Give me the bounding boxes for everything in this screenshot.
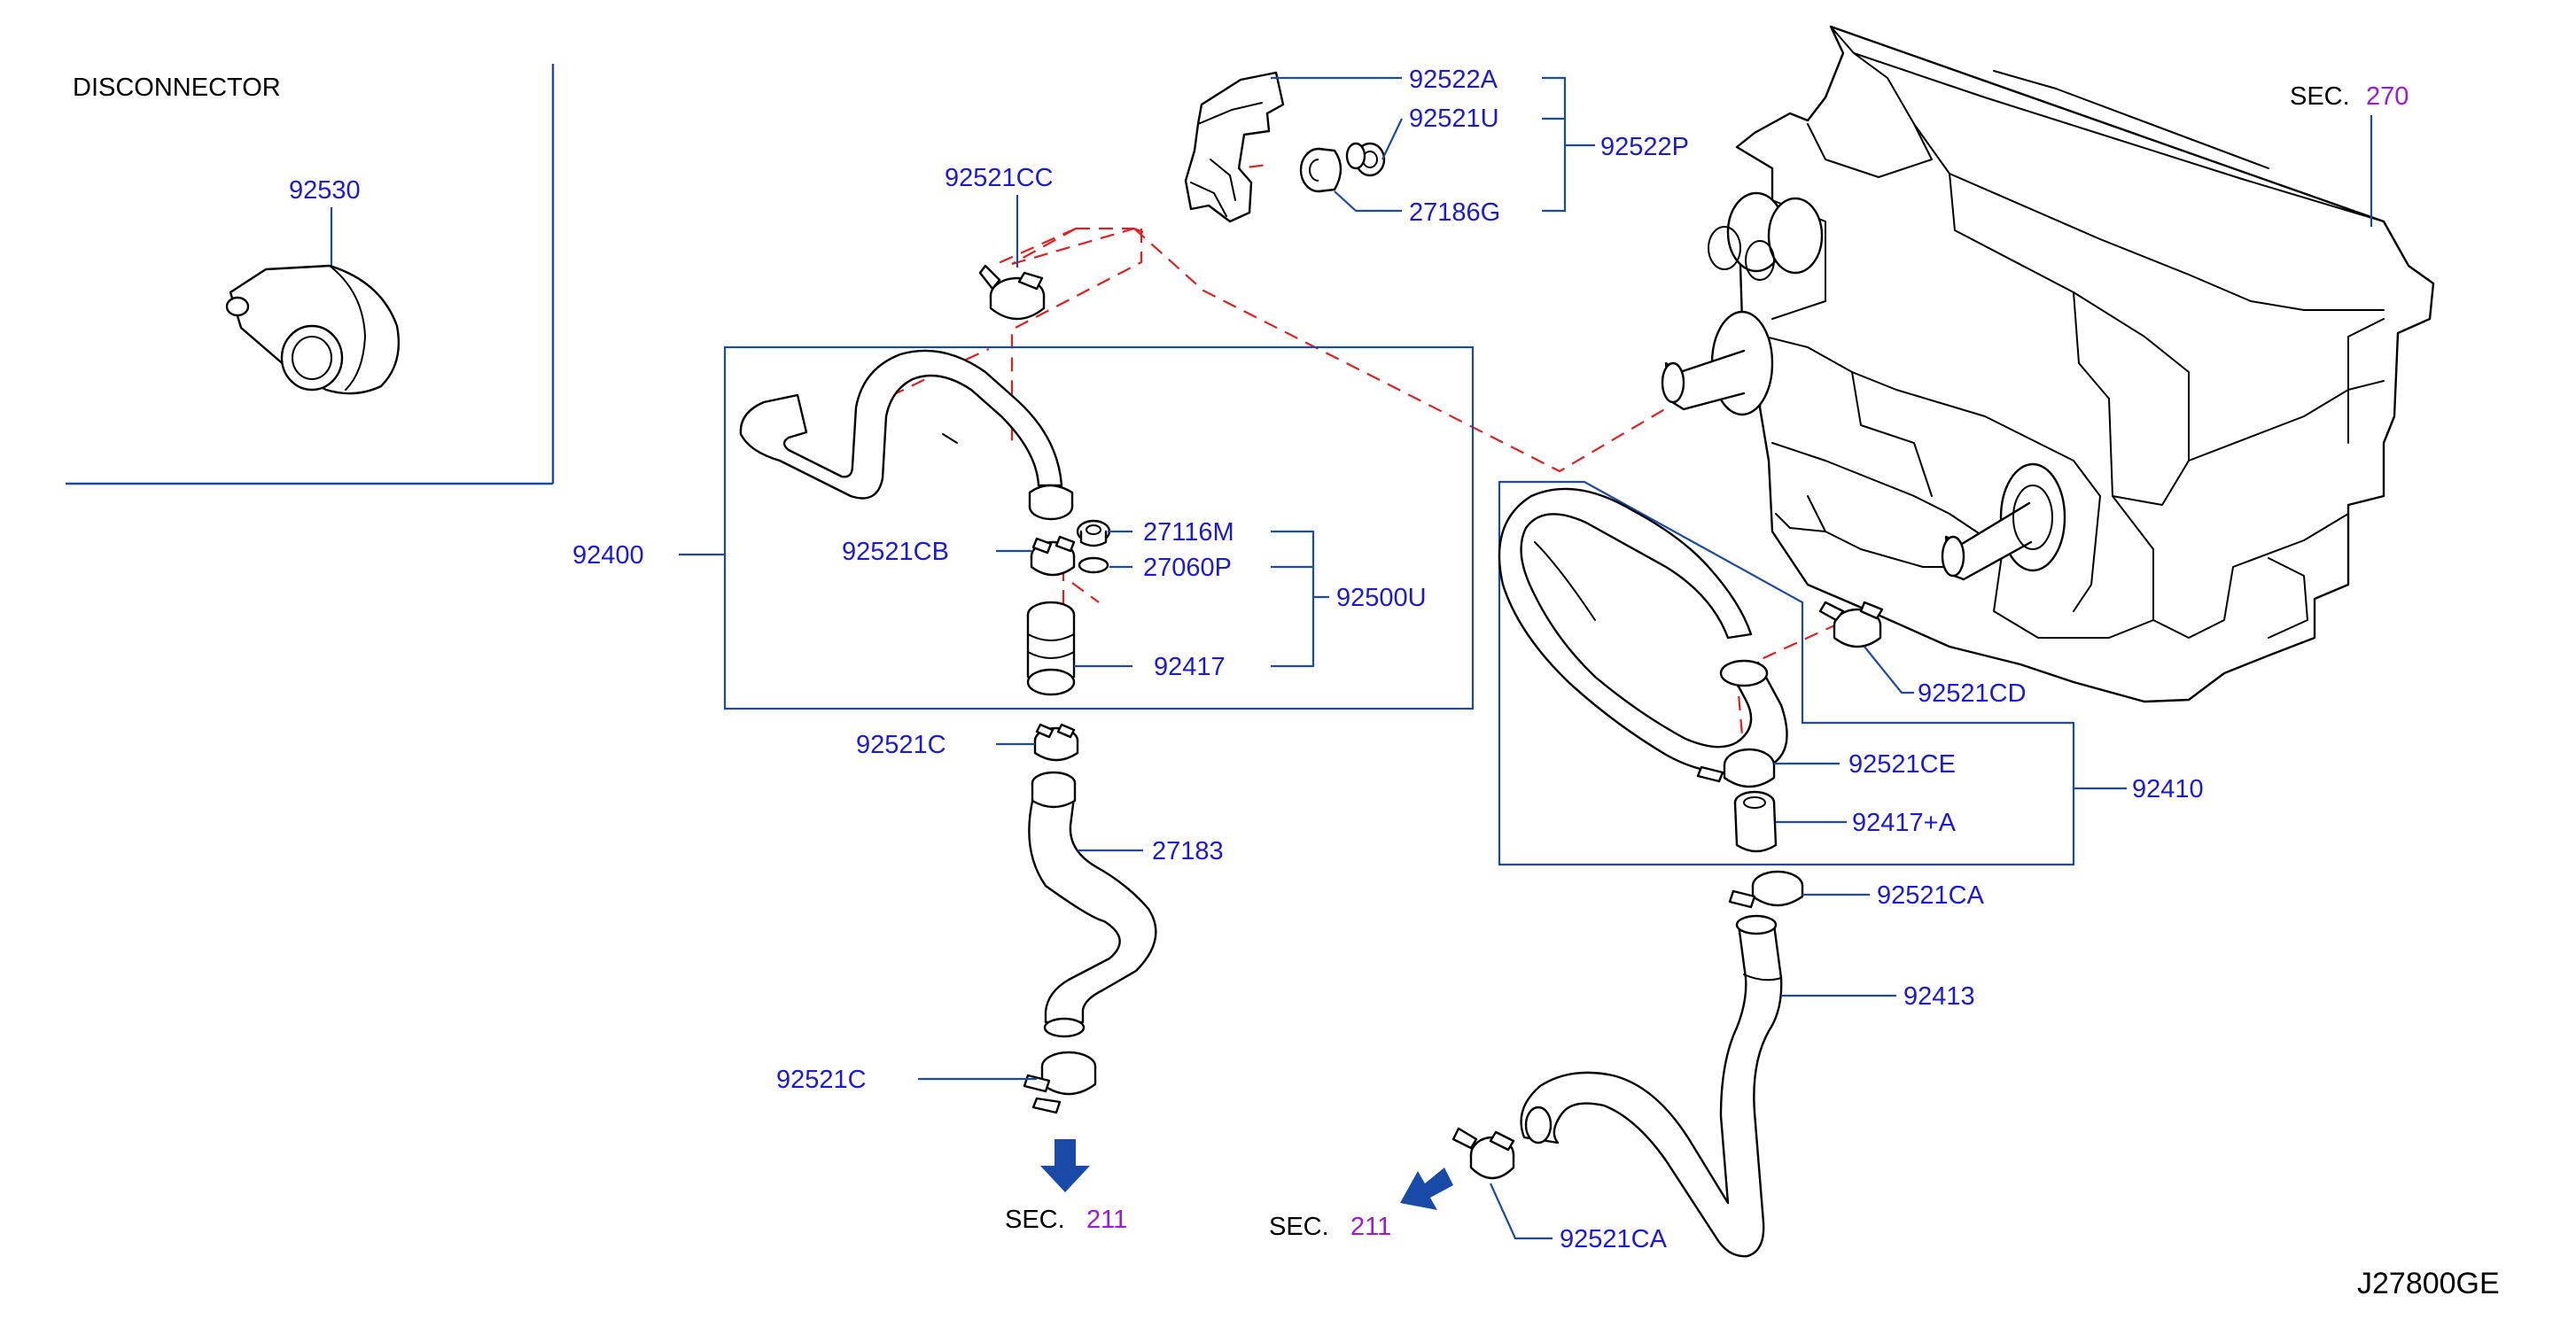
disconnector-part: [225, 264, 401, 395]
heater-pipes: [1661, 191, 2066, 581]
plug-part: [1076, 519, 1111, 547]
clamp-ca-upper: [1728, 870, 1804, 909]
clamp-c-lower: [1023, 1051, 1097, 1114]
hose-right: [1498, 487, 1788, 774]
section-word-left: SEC.: [1005, 1206, 1065, 1234]
label-clamp-ce: 92521CE: [1848, 750, 1956, 779]
label-o-ring: 27060P: [1143, 554, 1232, 582]
clamp-ca-lower: [1451, 1127, 1515, 1180]
label-clamp-c-lower: 92521C: [776, 1066, 867, 1094]
section-word-heater: SEC.: [2290, 82, 2350, 111]
heater-unit: [1735, 25, 2435, 703]
label-bracket-assy: 92522P: [1600, 133, 1689, 161]
bracket-assy: [1184, 71, 1386, 223]
label-disconnector: 92530: [289, 176, 361, 205]
clamp-c-upper: [1033, 723, 1079, 762]
clamp-top: [978, 264, 1046, 321]
clamp-cb: [1030, 535, 1076, 577]
label-clamp-cb: 92521CB: [842, 538, 949, 566]
section-ref-engine-inlet: 211: [1350, 1213, 1391, 1241]
connector-part: [1026, 601, 1076, 696]
connector-a-part: [1733, 790, 1778, 853]
o-ring-part: [1078, 556, 1109, 574]
hose-27183: [1028, 771, 1157, 1038]
label-plug: 27116M: [1143, 518, 1234, 547]
label-clamp-cd: 92521CD: [1918, 679, 2027, 708]
clamp-ce: [1696, 748, 1776, 788]
label-hose-assy-right: 92410: [2132, 775, 2204, 803]
arrow-left-down-icon: [1400, 1168, 1453, 1210]
section-word-right: SEC.: [1269, 1213, 1329, 1241]
label-grommet: 27186G: [1409, 198, 1500, 227]
section-ref-heater-unit: 270: [2366, 82, 2409, 111]
label-hose-92413: 92413: [1903, 982, 1975, 1011]
clamp-cd: [1818, 601, 1884, 648]
disconnector-heading: DISCONNECTOR: [73, 74, 281, 102]
hose-left: [739, 349, 1074, 521]
label-valve-kit: 92500U: [1336, 584, 1427, 612]
arrow-down-icon: [1040, 1139, 1090, 1192]
figure-code: J27800GE: [2357, 1267, 2500, 1300]
label-connector: 92417: [1154, 653, 1226, 681]
label-hose-assy-left: 92400: [572, 541, 644, 570]
label-connector-a: 92417+A: [1852, 809, 1957, 837]
disconnector-inset: DISCONNECTOR 92530: [66, 64, 555, 485]
label-clamp-ca-upper: 92521CA: [1877, 881, 1985, 910]
label-clamp-top: 92521CC: [945, 164, 1054, 192]
section-ref-engine-outlet: 211: [1086, 1206, 1127, 1234]
hose-92413: [1520, 914, 1783, 1258]
label-washer: 92521U: [1409, 105, 1499, 133]
hose-assy-left-box: [723, 345, 1475, 710]
label-clamp-c-upper: 92521C: [856, 731, 946, 759]
hose-assy-right-box: [1498, 480, 2075, 866]
label-bracket: 92522A: [1409, 66, 1498, 94]
label-clamp-ca-lower: 92521CA: [1560, 1225, 1668, 1253]
label-hose-27183: 27183: [1152, 837, 1224, 865]
